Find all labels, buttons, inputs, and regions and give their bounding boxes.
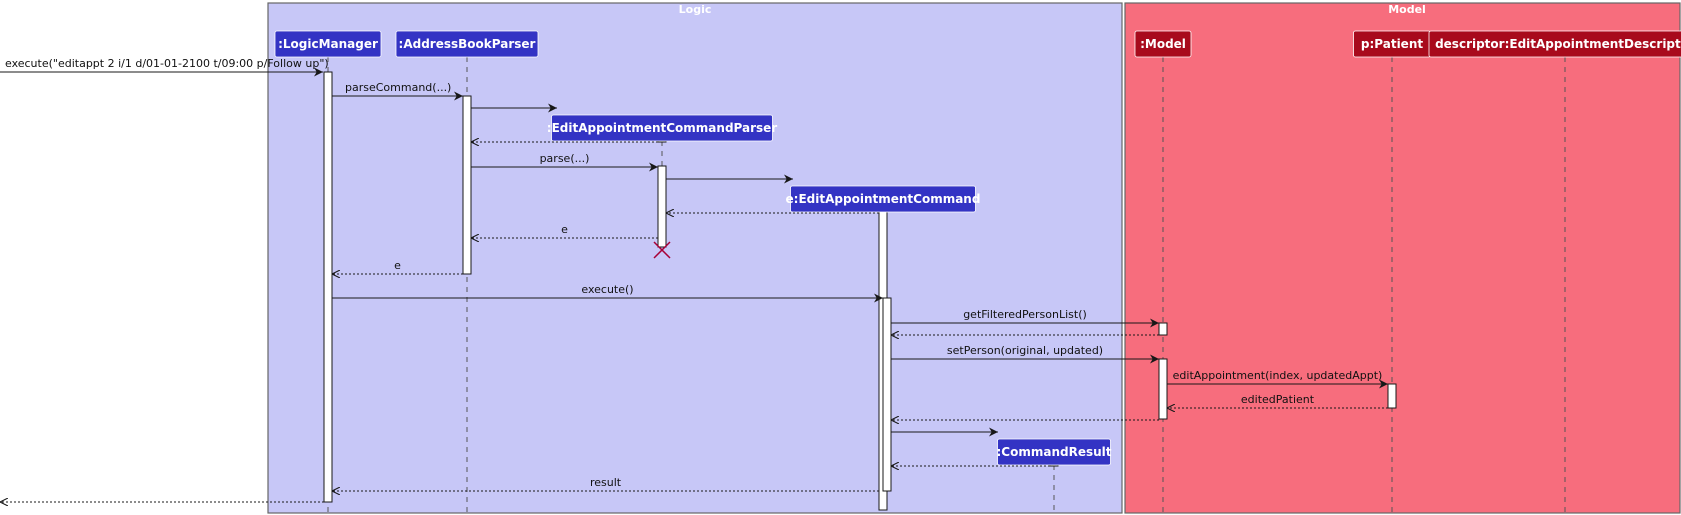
participant-label-cr: :CommandResult bbox=[996, 445, 1111, 459]
participant-label-eacp: :EditAppointmentCommandParser bbox=[547, 121, 778, 135]
participant-label-abp: :AddressBookParser bbox=[399, 37, 536, 51]
participant-label-eac: e:EditAppointmentCommand bbox=[786, 192, 981, 206]
participant-label-model: :Model bbox=[1140, 37, 1186, 51]
participant-desc: descriptor:EditAppointmentDescriptor bbox=[1428, 30, 1681, 58]
participant-label-lm: :LogicManager bbox=[278, 37, 378, 51]
participant-box-cr bbox=[997, 438, 1111, 466]
activation-bar-lm bbox=[323, 71, 333, 503]
message-label-m2: parseCommand(...) bbox=[345, 81, 451, 94]
message-label-m1: execute("editappt 2 i/1 d/01-01-2100 t/0… bbox=[5, 57, 329, 70]
message-label-m19: result bbox=[590, 476, 622, 489]
participant-lm: :LogicManager bbox=[274, 30, 382, 58]
activation-bar-eacp bbox=[657, 165, 667, 248]
participant-box-desc bbox=[1428, 30, 1681, 58]
logic-box-title: Logic bbox=[679, 3, 712, 16]
message-label-m13: setPerson(original, updated) bbox=[947, 344, 1103, 357]
participant-box-abp bbox=[395, 30, 539, 58]
model-box-title: Model bbox=[1388, 3, 1426, 16]
activation-bar-patient bbox=[1387, 383, 1397, 409]
participant-label-patient: p:Patient bbox=[1361, 37, 1423, 51]
message-label-m5: parse(...) bbox=[540, 152, 590, 165]
message-label-m14: editAppointment(index, updatedAppt) bbox=[1173, 369, 1383, 382]
participant-label-desc: descriptor:EditAppointmentDescriptor bbox=[1435, 37, 1681, 51]
activation-bar-abp bbox=[462, 95, 472, 275]
destroy-mark-eacp bbox=[653, 241, 671, 259]
participant-box-eac bbox=[790, 185, 976, 213]
message-label-m9: e bbox=[394, 259, 401, 272]
model-box: Model bbox=[1124, 2, 1681, 514]
participant-box-model bbox=[1134, 30, 1192, 58]
logic-box: Logic bbox=[267, 2, 1123, 514]
participant-eac: e:EditAppointmentCommand bbox=[786, 185, 981, 213]
participant-box-lm bbox=[274, 30, 382, 58]
activation-bar-model bbox=[1158, 358, 1168, 420]
message-label-m8: e bbox=[561, 223, 568, 236]
message-label-m10: execute() bbox=[581, 283, 633, 296]
activation-bar-model bbox=[1158, 322, 1168, 336]
message-label-m11: getFilteredPersonList() bbox=[963, 308, 1087, 321]
participant-patient: p:Patient bbox=[1353, 30, 1431, 58]
participant-abp: :AddressBookParser bbox=[395, 30, 539, 58]
participant-eacp: :EditAppointmentCommandParser bbox=[547, 114, 778, 142]
participant-model: :Model bbox=[1134, 30, 1192, 58]
participant-box-eacp bbox=[551, 114, 773, 142]
message-label-m15: editedPatient bbox=[1241, 393, 1315, 406]
participant-cr: :CommandResult bbox=[996, 438, 1112, 466]
activation-bar-eac bbox=[882, 297, 892, 492]
